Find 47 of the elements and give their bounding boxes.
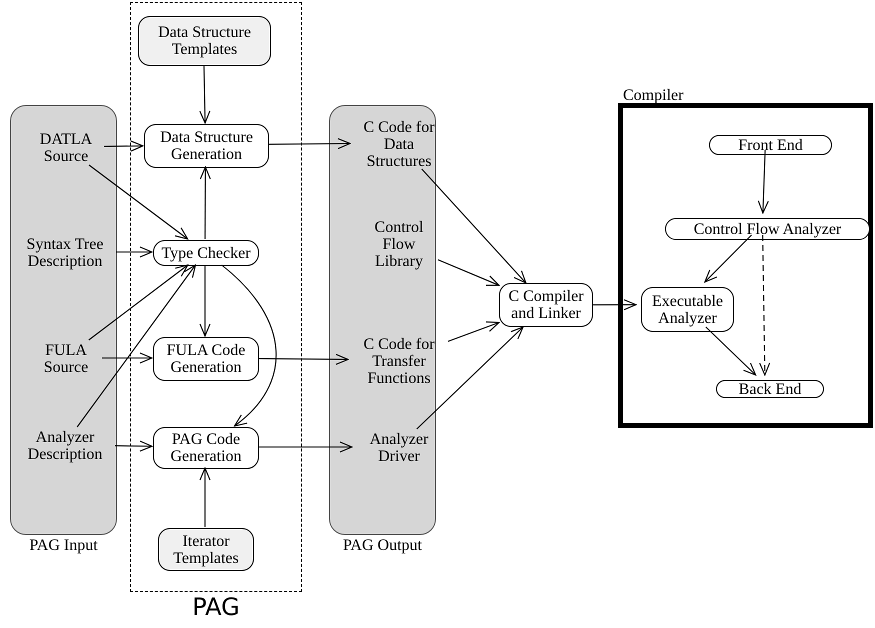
band-label: PAG Input bbox=[28, 538, 99, 554]
group-label: PAG bbox=[191, 595, 241, 619]
arrow bbox=[221, 264, 277, 427]
arrow bbox=[102, 352, 153, 364]
arrow bbox=[448, 321, 500, 342]
arrow bbox=[258, 354, 349, 365]
arrow bbox=[438, 259, 500, 286]
item-label: C Code for Data Structures bbox=[351, 118, 447, 170]
item-label: DATLA Source bbox=[27, 130, 105, 166]
arrow bbox=[593, 299, 637, 310]
process-box: Data Structure Generation bbox=[144, 124, 269, 168]
process-box: PAG Code Generation bbox=[153, 427, 259, 469]
arrow bbox=[199, 467, 211, 527]
template-box: Iterator Templates bbox=[158, 528, 254, 571]
item-label: FULA Source bbox=[29, 341, 103, 377]
process-box: C Compiler and Linker bbox=[499, 283, 593, 327]
arrow bbox=[88, 164, 188, 240]
process-box: Executable Analyzer bbox=[641, 287, 734, 332]
arrow bbox=[199, 64, 210, 124]
arrow bbox=[76, 264, 196, 428]
item-label: C Code for Transfer Functions bbox=[349, 335, 449, 387]
arrow bbox=[199, 265, 211, 337]
arrow bbox=[268, 138, 351, 150]
arrow bbox=[88, 264, 188, 340]
arrow bbox=[759, 235, 770, 376]
band-label: PAG Output bbox=[342, 538, 423, 554]
arrow bbox=[116, 246, 153, 258]
arrow bbox=[421, 168, 526, 284]
stage-box: Control Flow Analyzer bbox=[665, 218, 870, 240]
arrow bbox=[416, 326, 524, 430]
item-label: Analyzer Description bbox=[14, 428, 116, 464]
stage-box: Front End bbox=[709, 135, 832, 155]
arrow bbox=[104, 140, 144, 152]
arrow bbox=[704, 234, 752, 283]
item-label: Analyzer Driver bbox=[353, 430, 445, 466]
arrow bbox=[258, 441, 353, 453]
arrow bbox=[758, 150, 769, 214]
arrow bbox=[705, 326, 756, 376]
arrow bbox=[115, 440, 153, 452]
item-label: Control Flow Library bbox=[359, 218, 439, 270]
stage-box: Back End bbox=[716, 380, 824, 398]
frame-label: Compiler bbox=[623, 88, 684, 104]
template-box: Data Structure Templates bbox=[138, 16, 271, 66]
arrow bbox=[200, 166, 211, 239]
process-box: Type Checker bbox=[153, 240, 259, 266]
item-label: Syntax Tree Description bbox=[13, 235, 117, 271]
process-box: FULA Code Generation bbox=[153, 337, 259, 381]
